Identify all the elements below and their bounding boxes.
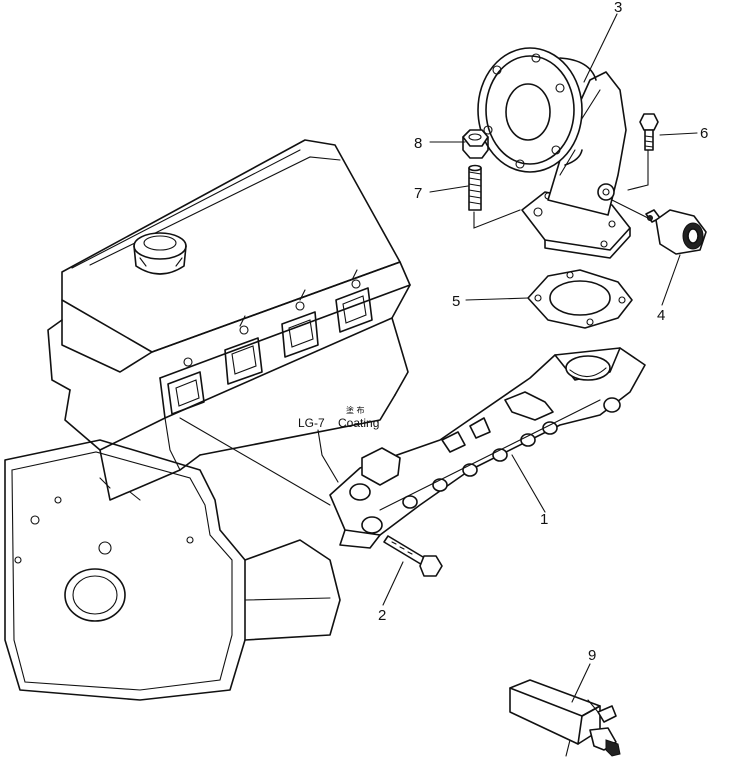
- stud-guide-line: [473, 209, 521, 229]
- gasket: [527, 269, 633, 329]
- exhaust-ports: [167, 287, 373, 415]
- callout-8: 8: [414, 135, 422, 152]
- callout-4: 4: [657, 307, 665, 324]
- elbow-bolt: [639, 113, 659, 151]
- manifold-bolt: [383, 535, 443, 577]
- nut: [462, 129, 489, 159]
- callout-leaders: [317, 13, 698, 703]
- exhaust-manifold: [329, 347, 646, 549]
- callout-1: 1: [540, 511, 548, 528]
- bolt-guide-line: [627, 149, 649, 191]
- callout-6: 6: [700, 125, 708, 142]
- sensor: [611, 199, 707, 255]
- alignment-leader-line: [179, 417, 331, 506]
- callout-7: 7: [414, 185, 422, 202]
- heater-tool: [509, 679, 621, 757]
- coating-label-jp: 塗 布: [346, 405, 365, 415]
- exhaust-elbow: [477, 47, 631, 259]
- sealant-label: LG-7: [298, 416, 325, 430]
- engine-block: [4, 139, 411, 701]
- callout-3: 3: [614, 0, 622, 16]
- stud: [468, 164, 482, 211]
- callout-9: 9: [588, 647, 596, 664]
- callout-2: 2: [378, 607, 386, 624]
- callout-5: 5: [452, 293, 460, 310]
- coating-label: Coating: [338, 416, 379, 430]
